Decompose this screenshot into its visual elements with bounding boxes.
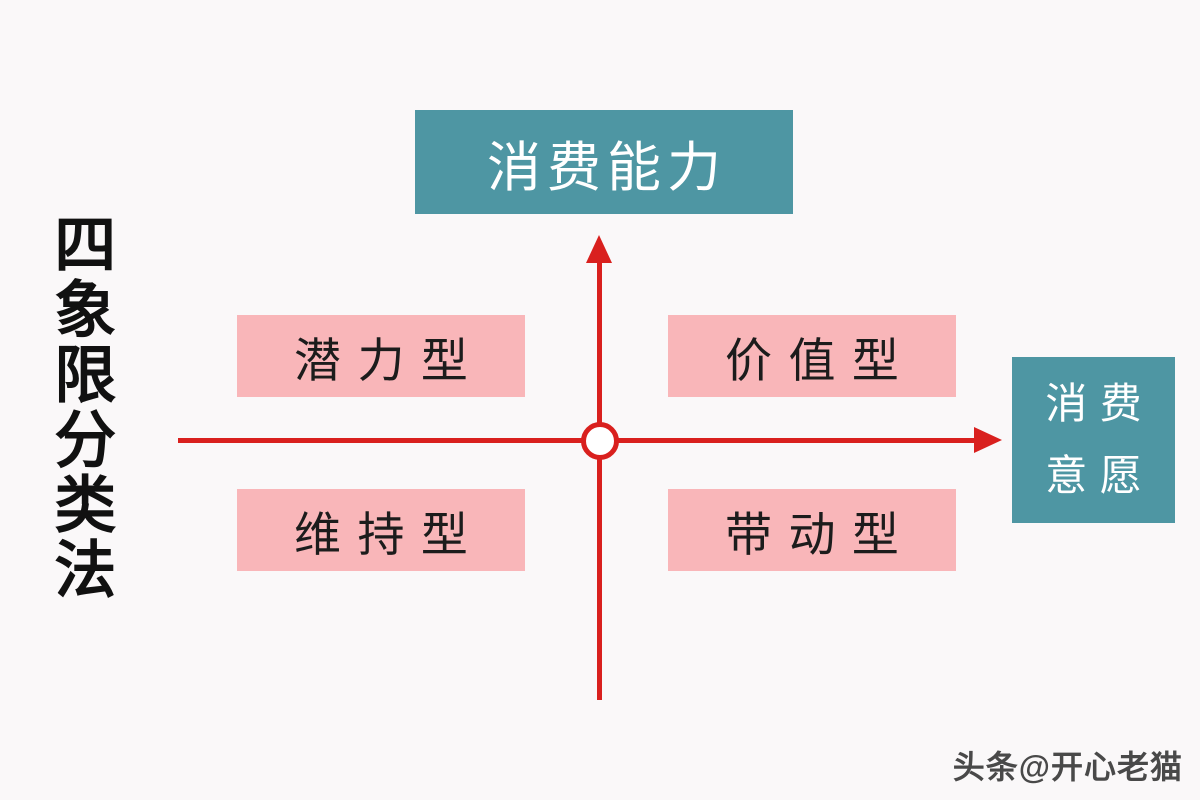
- y-axis-label: 消费能力: [487, 137, 727, 198]
- y-axis-arrow-up-icon: [586, 235, 612, 263]
- quadrant-label-top-left: 潜力型: [294, 333, 485, 387]
- quadrant-box-top-right: 价值型: [668, 315, 956, 397]
- quadrant-box-bottom-right: 带动型: [668, 489, 956, 571]
- y-axis-line: [597, 258, 602, 700]
- x-axis-label-line1: 消费: [1045, 379, 1155, 427]
- quadrant-label-top-right: 价值型: [725, 333, 916, 387]
- x-axis-label-box: 消费 意愿: [1012, 357, 1175, 523]
- watermark: 头条@开心老猫: [952, 749, 1183, 785]
- x-axis-line: [178, 438, 980, 443]
- quadrant-box-bottom-left: 维持型: [237, 489, 525, 571]
- quadrant-box-top-left: 潜力型: [237, 315, 525, 397]
- x-axis-arrow-right-icon: [974, 427, 1002, 453]
- quadrant-label-bottom-left: 维持型: [294, 507, 485, 561]
- x-axis-label-line2: 意愿: [1045, 452, 1155, 499]
- y-axis-label-box: 消费能力: [415, 110, 793, 214]
- origin-circle-icon: [581, 422, 619, 460]
- diagram-title: 四象限分类法: [44, 212, 113, 602]
- quadrant-label-bottom-right: 带动型: [725, 507, 916, 561]
